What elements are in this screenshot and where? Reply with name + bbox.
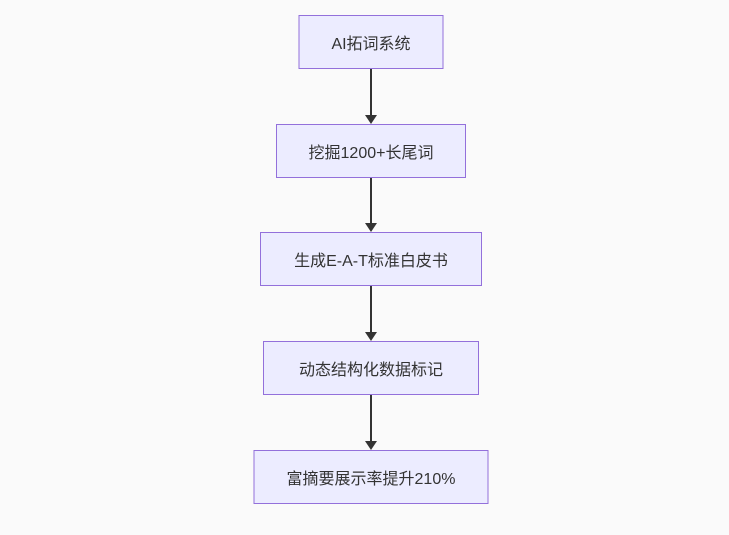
arrow-head-icon [365,332,377,341]
flow-node-label: 动态结构化数据标记 [298,362,443,379]
arrow-line [370,395,372,442]
flow-node-label: AI拓词系统 [331,36,411,53]
flow-arrow-3 [364,286,378,341]
flow-node-ai-keyword-system: AI拓词系统 [298,15,444,69]
flow-arrow-1 [364,69,378,124]
flow-node-longtail-mining: 挖掘1200+长尾词 [276,124,466,178]
arrow-head-icon [365,223,377,232]
arrow-line [370,286,372,333]
arrow-line [370,69,372,116]
flow-node-structured-data-markup: 动态结构化数据标记 [263,341,479,395]
flow-node-rich-snippet-result: 富摘要展示率提升210% [253,450,489,504]
flow-node-label: 挖掘1200+长尾词 [308,145,434,162]
arrow-line [370,178,372,224]
flow-node-label: 富摘要展示率提升210% [286,471,456,488]
flow-node-label: 生成E-A-T标准白皮书 [294,253,448,270]
flow-node-eat-whitepaper: 生成E-A-T标准白皮书 [260,232,482,286]
flow-arrow-4 [364,395,378,450]
arrow-head-icon [365,441,377,450]
arrow-head-icon [365,115,377,124]
flow-arrow-2 [364,178,378,232]
